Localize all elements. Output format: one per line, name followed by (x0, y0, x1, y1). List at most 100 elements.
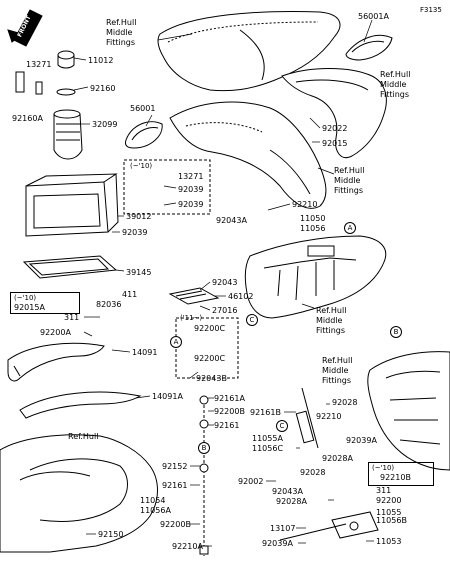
ref-hull-right: Ref.Hull Middle Fittings (380, 70, 411, 99)
callout-c-2: C (276, 420, 288, 432)
callout-b-1: B (390, 326, 402, 338)
part-92043b: 92043B (196, 374, 227, 383)
callout-a-1: A (344, 222, 356, 234)
part-92210b: 92210B (380, 473, 411, 482)
part-14091a: 14091A (152, 392, 183, 401)
filler-cap (15, 50, 76, 96)
part-11050: 11050 (300, 214, 326, 223)
part-92043a-b: 92043A (272, 487, 303, 496)
part-92200b-1: 92200B (214, 407, 245, 416)
part-92161a: 92161A (214, 394, 245, 403)
part-92028a-b: 92028A (322, 454, 353, 463)
version-tag-1: (~'10) (130, 162, 153, 170)
ref-hull-top: Ref.Hull Middle Fittings (106, 18, 137, 47)
part-92200c-2: 92200C (194, 354, 226, 363)
part-92002: 92002 (238, 477, 264, 486)
part-92039-b: 92039 (178, 200, 204, 209)
part-39012: 39012 (126, 212, 152, 221)
storage-tube (53, 109, 83, 160)
part-56001a: 56001A (358, 12, 389, 21)
part-92200: 92200 (376, 496, 402, 505)
version-tag-3: ('11~) (180, 314, 203, 322)
storage-bin (25, 173, 119, 237)
part-32099: 32099 (92, 120, 118, 129)
part-92160: 92160 (90, 84, 116, 93)
middle-front-panel (169, 101, 327, 209)
version-box-92015a: (~'10) 92015A (10, 292, 80, 314)
ref-hull-bottom: Ref.Hull (68, 432, 99, 441)
hull-right (367, 351, 450, 471)
part-92200b-2: 92200B (160, 520, 191, 529)
part-92015a: 92015A (14, 303, 45, 312)
meter-cover-56001 (125, 121, 163, 149)
part-14091: 14091 (132, 348, 158, 357)
part-92028-b: 92028 (300, 468, 326, 477)
ref-hull-center: Ref.Hull Middle Fittings (316, 306, 347, 335)
part-92161-a: 92161 (214, 421, 240, 430)
part-13271-a: 13271 (26, 60, 52, 69)
part-11012: 11012 (88, 56, 114, 65)
part-92039-a: 92039 (178, 185, 204, 194)
part-11056c: 11056C (252, 444, 284, 453)
right-side-panel (281, 68, 387, 158)
leader-lines (73, 19, 374, 547)
part-92160a: 92160A (12, 114, 43, 123)
latch-bracket (331, 511, 379, 539)
ref-hull-rightlow: Ref.Hull Middle Fittings (322, 356, 353, 385)
rod-13107 (279, 523, 347, 541)
gas-strut (295, 387, 319, 449)
front-strip-14091a (19, 391, 142, 419)
part-92210-b: 92210 (316, 412, 342, 421)
part-92161b: 92161B (250, 408, 281, 417)
callout-b-2: B (198, 442, 210, 454)
hand-grip (168, 287, 220, 305)
version-box-2 (175, 317, 239, 379)
part-411: 411 (122, 290, 138, 299)
part-92200c-1: 92200C (194, 324, 226, 333)
part-92043: 92043 (212, 278, 238, 287)
cover-56001a (345, 34, 393, 61)
part-92210a: 92210A (172, 542, 203, 551)
part-92039a-b: 92039A (262, 539, 293, 548)
part-13271-b: 13271 (178, 172, 204, 181)
rear-deck-cover (244, 235, 387, 319)
part-11053: 11053 (376, 537, 402, 546)
part-27016: 27016 (212, 306, 238, 315)
part-56001: 56001 (130, 104, 156, 113)
callout-a-2: A (170, 336, 182, 348)
part-92039a: 92039A (346, 436, 377, 445)
part-92015: 92015 (322, 139, 348, 148)
version-tag-2: (~'10) (14, 294, 37, 302)
nose-panel (0, 434, 158, 553)
part-92210-a: 92210 (292, 200, 318, 209)
part-311-b: 311 (376, 486, 392, 495)
ref-hull-mid: Ref.Hull Middle Fittings (334, 166, 365, 195)
part-92200a: 92200A (40, 328, 71, 337)
part-92028-a: 92028 (332, 398, 358, 407)
figure-code: F3135 (420, 6, 442, 14)
part-92150: 92150 (98, 530, 124, 539)
part-11055: 11055 (376, 508, 402, 517)
part-311-a: 311 (64, 313, 80, 322)
front-hood-14091 (7, 342, 105, 382)
part-11056: 11056 (300, 224, 326, 233)
part-11055a: 11055A (252, 434, 283, 443)
part-39145: 39145 (126, 268, 152, 277)
part-13107: 13107 (270, 524, 296, 533)
callout-c-1: C (246, 314, 258, 326)
part-82036: 82036 (96, 300, 122, 309)
part-92028a-c: 92028A (276, 497, 307, 506)
version-box-92210b: (~'10) 92210B (368, 462, 434, 486)
part-11056a: 11056A (140, 506, 171, 515)
part-11056b: 11056B (376, 516, 407, 525)
part-92152: 92152 (162, 462, 188, 471)
version-tag-4: (~'10) (372, 464, 395, 472)
part-46102: 46102 (228, 292, 254, 301)
part-92022: 92022 (322, 124, 348, 133)
part-92039-c: 92039 (122, 228, 148, 237)
part-92043a: 92043A (216, 216, 247, 225)
bolt-stack (199, 395, 209, 556)
part-11054: 11054 (140, 496, 166, 505)
